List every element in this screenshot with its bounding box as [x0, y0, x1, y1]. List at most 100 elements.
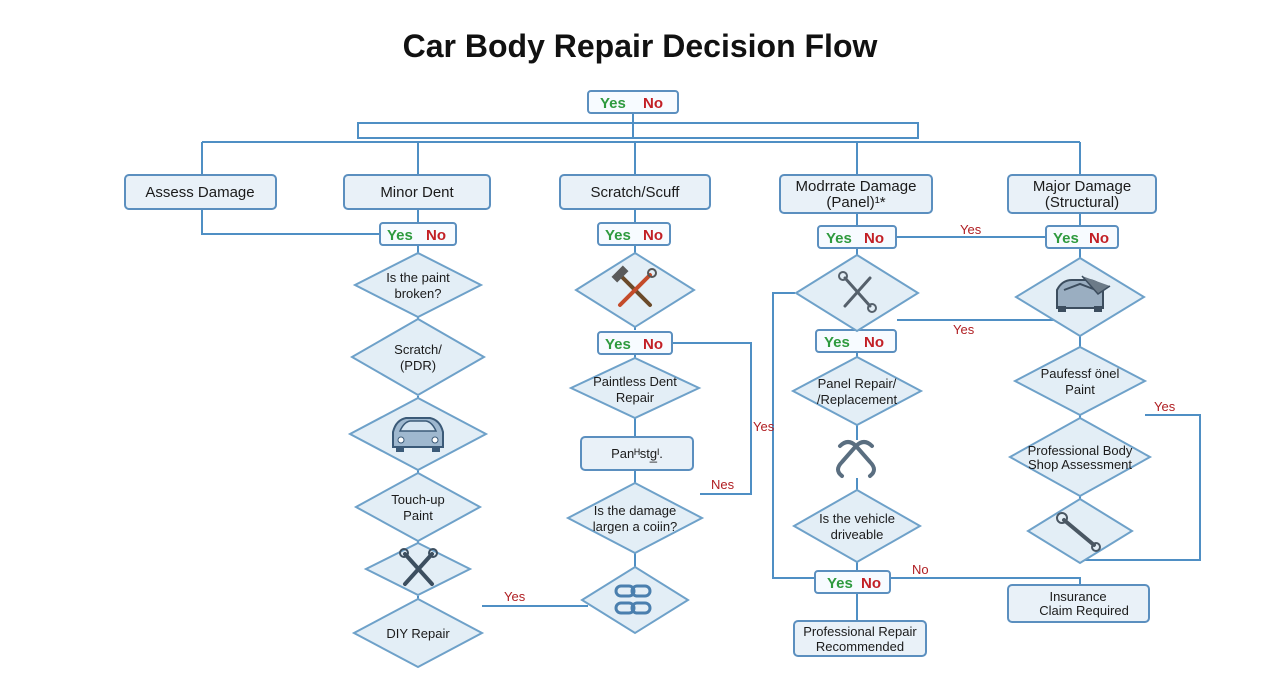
- box-insurance-claim: Insurance Claim Required: [1007, 584, 1150, 623]
- diamond-paint-broken: Is the paint broken?: [352, 251, 484, 319]
- diamond-larger-coin: Is the damage largen a coiin?: [565, 481, 705, 555]
- svg-text:Is the paint: Is the paint: [386, 270, 450, 285]
- svg-text:(Panel)¹*: (Panel)¹*: [826, 194, 885, 211]
- diamond-touchup: Touch-up Paint: [353, 471, 483, 543]
- svg-text:Yes: Yes: [960, 222, 982, 237]
- svg-text:Assess Damage: Assess Damage: [145, 184, 254, 201]
- box-panhs: Panᴴstg̲ᴵ.: [580, 436, 694, 471]
- svg-text:Yes: Yes: [504, 589, 526, 604]
- wrench-pair-icon: [838, 271, 877, 313]
- box-scratch-scuff: Scratch/Scuff: [559, 174, 711, 210]
- yes-no-scratch-2: Yes No: [597, 331, 673, 355]
- diamond-scratch-pdr: Scratch/ (PDR): [349, 317, 487, 397]
- svg-text:(PDR): (PDR): [400, 358, 436, 373]
- svg-text:No: No: [912, 562, 929, 577]
- svg-text:Professional Repair: Professional Repair: [803, 624, 917, 639]
- svg-text:Yes: Yes: [953, 322, 975, 337]
- yes-label: Yes: [600, 95, 626, 112]
- chain-icon: [614, 584, 652, 615]
- yes-no-scratch: Yes No: [597, 222, 671, 246]
- svg-text:Is the damage: Is the damage: [594, 503, 676, 518]
- yes-no-moderate-3: Yes No: [814, 570, 891, 594]
- svg-text:No: No: [864, 230, 884, 247]
- svg-text:Is the vehicle: Is the vehicle: [819, 511, 895, 526]
- box-major-damage: Major Damage (Structural): [1007, 174, 1157, 214]
- svg-text:Professional Body: Professional Body: [1028, 443, 1133, 458]
- svg-text:Paintless Dent: Paintless Dent: [593, 374, 677, 389]
- diamond-diy-repair: DIY Repair: [351, 597, 485, 669]
- diamond-damaged-car: [1014, 256, 1146, 338]
- yes-no-minor: Yes No: [379, 222, 457, 246]
- svg-text:driveable: driveable: [831, 527, 884, 542]
- wrench-pair-icon: [399, 548, 438, 586]
- yes-no-moderate: Yes No: [817, 225, 897, 249]
- svg-text:DIY Repair: DIY Repair: [386, 626, 450, 641]
- diamond-drivable: Is the vehicle driveable: [791, 488, 923, 564]
- svg-text:Touch-up: Touch-up: [391, 492, 444, 507]
- no-label: No: [643, 95, 663, 112]
- svg-text:Repair: Repair: [616, 390, 655, 405]
- svg-text:No: No: [864, 334, 884, 351]
- svg-text:Yes: Yes: [827, 575, 853, 592]
- box-assess-damage: Assess Damage: [124, 174, 277, 210]
- diamond-car-icon: [347, 396, 489, 472]
- edge-labels: Yes Yes Yes Yes Nes Yes No: [504, 222, 1176, 604]
- damaged-car-icon: [1056, 275, 1111, 312]
- box-professional-repair: Professional Repair Recommended: [793, 620, 927, 657]
- svg-text:Insurance: Insurance: [1049, 589, 1106, 604]
- diamond-hammer-wrench: [574, 251, 696, 329]
- diamond-panel-replacement: Panel Repair/ /Replacement: [790, 355, 924, 427]
- svg-text:Yes: Yes: [826, 230, 852, 247]
- svg-text:/Replacement: /Replacement: [817, 392, 898, 407]
- wrench-icon: [1056, 512, 1101, 552]
- svg-text:Paint: Paint: [1065, 382, 1095, 397]
- svg-text:Shop Assessment: Shop Assessment: [1028, 457, 1132, 472]
- svg-text:Major Damage: Major Damage: [1033, 178, 1131, 195]
- yes-no-major: Yes No: [1045, 225, 1119, 249]
- car-front-icon: [392, 417, 444, 452]
- connectors: [201, 113, 1201, 620]
- svg-text:Nes: Nes: [711, 477, 735, 492]
- svg-text:Scratch/Scuff: Scratch/Scuff: [591, 184, 681, 201]
- diamond-chain: [580, 565, 690, 635]
- svg-text:No: No: [426, 227, 446, 244]
- broken-link-icon: [836, 440, 876, 478]
- svg-text:Yes: Yes: [605, 336, 631, 353]
- svg-text:Panel Repair/: Panel Repair/: [818, 376, 897, 391]
- top-yes-no: Yes No: [587, 90, 679, 114]
- diamond-wrench: [1026, 497, 1134, 565]
- svg-text:Scratch/: Scratch/: [394, 342, 442, 357]
- diamond-paintless-dent: Paintless Dent Repair: [568, 356, 702, 420]
- page-title: Car Body Repair Decision Flow: [402, 28, 878, 64]
- svg-text:Panᴴstg̲ᴵ.: Panᴴstg̲ᴵ.: [611, 446, 663, 463]
- box-minor-dent: Minor Dent: [343, 174, 491, 210]
- svg-text:(Structural): (Structural): [1045, 194, 1119, 211]
- svg-text:Yes: Yes: [1053, 230, 1079, 247]
- svg-text:Paint: Paint: [403, 508, 433, 523]
- svg-text:Modrrate Damage: Modrrate Damage: [796, 178, 917, 195]
- svg-text:Yes: Yes: [605, 227, 631, 244]
- svg-text:Paufessf önel: Paufessf önel: [1041, 366, 1120, 381]
- svg-text:Minor Dent: Minor Dent: [380, 184, 454, 201]
- diamond-paufessional: Paufessf önel Paint: [1012, 345, 1148, 417]
- svg-text:Recommended: Recommended: [816, 639, 904, 654]
- svg-text:No: No: [643, 227, 663, 244]
- diamond-wrench-cross: [794, 253, 920, 333]
- yes-no-moderate-2: Yes No: [815, 329, 897, 353]
- svg-text:No: No: [1089, 230, 1109, 247]
- diamond-wrench-pair: [363, 541, 473, 597]
- svg-text:No: No: [643, 336, 663, 353]
- svg-text:Yes: Yes: [1154, 399, 1176, 414]
- svg-text:Yes: Yes: [824, 334, 850, 351]
- svg-text:No: No: [861, 575, 881, 592]
- diamond-body-shop: Professional Body Shop Assessment: [1007, 416, 1153, 498]
- svg-text:Yes: Yes: [753, 419, 775, 434]
- svg-text:broken?: broken?: [395, 286, 442, 301]
- svg-text:Claim Required: Claim Required: [1039, 603, 1129, 618]
- hammer-wrench-icon: [611, 265, 657, 307]
- box-moderate-damage: Modrrate Damage (Panel)¹*: [779, 174, 933, 214]
- svg-text:Yes: Yes: [387, 227, 413, 244]
- svg-text:largen a coiin?: largen a coiin?: [593, 519, 678, 534]
